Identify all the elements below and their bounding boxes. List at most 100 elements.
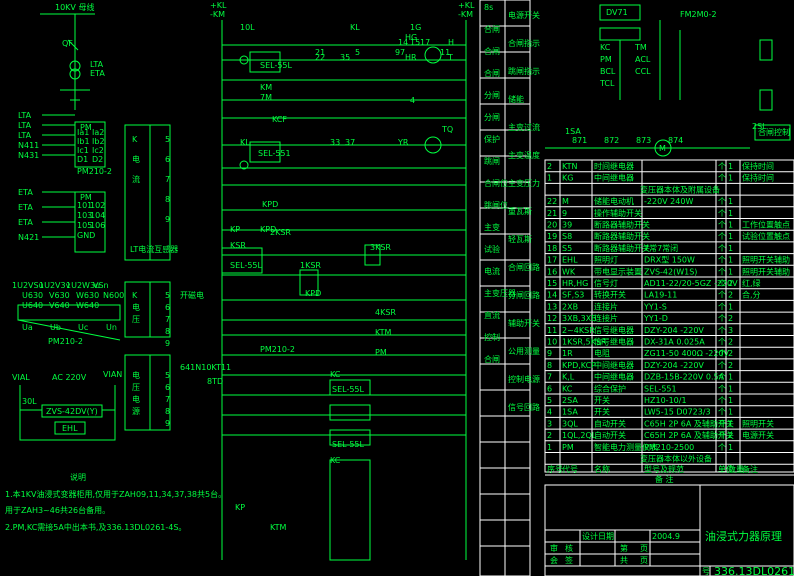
table-cell-16-5: 2: [728, 349, 733, 358]
table-cell-3-4: 个: [718, 197, 726, 206]
table-cell-17-0: 8: [547, 361, 552, 370]
side-col-13: 主变压器: [484, 288, 516, 298]
side-col-3: 合闸: [484, 68, 500, 78]
table-cell-11-2: 转换开关: [594, 290, 626, 300]
table-cell-6-0: 19: [547, 232, 557, 241]
table-cell-15-3: DX-31A 0.025A: [644, 338, 705, 347]
side-right-1: 合闸指示: [508, 38, 540, 48]
pm1-pin-2: Ib1: [77, 137, 90, 146]
table-section-25: 变压器本体以外设备: [640, 454, 712, 464]
wire-number-7: 7: [400, 48, 405, 57]
bus-label: 10KV 母线: [55, 2, 94, 12]
page-b: 页: [640, 544, 648, 553]
table-cell-24-5: 1: [728, 443, 733, 452]
table-cell-8-4: 个: [718, 256, 726, 265]
note-2: 用于ZAH3~46共26台备用。: [5, 505, 110, 515]
table-cell-16-3: ZG11-50 400Ω -220V: [644, 349, 730, 358]
box1-col2-2: 7: [165, 175, 170, 184]
pt-pin-3: Un: [106, 323, 117, 332]
pm2-pin-3: 104: [90, 211, 105, 220]
pm1-input-0: LTA: [18, 111, 32, 120]
component-label-6: KCF: [272, 115, 287, 124]
table-cell-14-4: 个: [718, 326, 726, 335]
drawing-number: 336.13DL0261-1: [714, 565, 794, 576]
table-cell-23-2: 自动开关: [594, 430, 626, 440]
table-cell-5-5: 1: [728, 221, 733, 230]
pm2-title: PM: [80, 193, 92, 202]
top-left-label: +KL: [210, 1, 227, 10]
table-cell-14-5: 3: [728, 326, 733, 335]
table-cell-5-6: 工作位置触点: [742, 220, 790, 230]
motor-pin-1: 872: [604, 136, 619, 145]
table-cell-8-2: 照明灯: [594, 255, 618, 265]
top-right-label-2: -KM: [458, 10, 473, 19]
side-col-15: 控制: [484, 332, 500, 342]
table-cell-17-3: DZY-204 -220V: [644, 361, 704, 370]
table-cell-9-0: 16: [547, 267, 557, 276]
pm1-input-3: N411: [18, 141, 39, 150]
table-cell-4-5: 1: [728, 209, 733, 218]
right-top-label-3: ACL: [635, 55, 651, 64]
table-cell-24-3: PM210-2500: [644, 443, 694, 452]
wire-number-8: 9: [395, 48, 400, 57]
box1-col1-2: 流: [132, 174, 140, 184]
motor-pin-0: 871: [572, 136, 587, 145]
table-cell-9-5: 1: [728, 267, 733, 276]
motor-right: 2SL: [752, 122, 767, 131]
table-cell-21-1: 1SA: [562, 408, 578, 417]
wire-number-9: 14: [398, 38, 408, 47]
table-cell-19-0: 6: [547, 384, 552, 393]
table-cell-19-2: 综合保护: [594, 383, 626, 393]
motor-pin-3: 874: [668, 136, 683, 145]
box2-col2-4: 9: [165, 339, 170, 348]
component-label-26: KTM: [270, 523, 287, 532]
table-cell-12-5: 1: [728, 302, 733, 311]
box3-col2-1: 6: [165, 383, 170, 392]
table-cell-1-6: 保持时间: [742, 173, 774, 183]
table-cell-15-0: 10: [547, 338, 557, 347]
side-right-13: 控制电源: [508, 374, 540, 384]
ac-label: AC 220V: [52, 373, 87, 382]
table-cell-18-2: 中间继电器: [594, 372, 634, 382]
top-left-label-2: -KM: [210, 10, 225, 19]
table-cell-7-5: 1: [728, 244, 733, 253]
table-cell-18-4: 个: [718, 373, 726, 382]
side-right-7: 重瓦斯: [508, 206, 532, 216]
side-col-9: 跳闸位: [484, 200, 508, 210]
ac-relay-label: ZVS-42DV(Y): [46, 407, 98, 416]
right-top-label-1: TM: [634, 43, 647, 52]
table-cell-10-6: 红,绿: [742, 278, 761, 288]
motor-label: M: [659, 144, 666, 153]
table-cell-4-2: 操作辅助开关: [594, 208, 642, 218]
component-label-18: KTM: [375, 328, 392, 337]
table-cell-22-1: 3QL: [562, 419, 578, 428]
table-cell-23-5: 2: [728, 431, 733, 440]
top-sub: FM2M0-2: [680, 10, 717, 19]
side-col-8: 合闸位: [484, 178, 508, 188]
table-cell-11-3: LA19-11: [644, 291, 677, 300]
table-cell-10-2: 信号灯: [594, 278, 618, 288]
pt-code-1: V630: [49, 291, 70, 300]
table-header-1: 代号: [562, 464, 578, 474]
component-label-25: KP: [235, 503, 245, 512]
table-cell-3-2: 储能电动机: [594, 196, 634, 206]
box2-col2-2: 7: [165, 315, 170, 324]
table-cell-13-2: 连接片: [594, 313, 618, 323]
ac-right-label: VIAN: [103, 370, 122, 379]
side-right-14: 信号回路: [508, 402, 540, 412]
side-right-4: 主变过流: [508, 122, 540, 132]
table-cell-1-0: 1: [547, 174, 552, 183]
box2-col1-0: K: [132, 291, 138, 300]
component-label-1: KL: [350, 23, 360, 32]
table-cell-19-1: KC: [562, 384, 573, 393]
side-right-2: 跳闸指示: [508, 66, 540, 76]
table-cell-12-2: 连接片: [594, 301, 618, 311]
box2-col1-2: 压: [132, 315, 140, 324]
table-cell-8-0: 17: [547, 256, 557, 265]
design-date: 2004.9: [652, 532, 680, 541]
table-cell-9-3: ZVS-42(W1S): [644, 267, 697, 276]
pt-code-0: U630: [22, 291, 43, 300]
table-cell-20-4: 个: [718, 396, 726, 405]
table-cell-14-2: 信号继电器: [594, 325, 634, 335]
